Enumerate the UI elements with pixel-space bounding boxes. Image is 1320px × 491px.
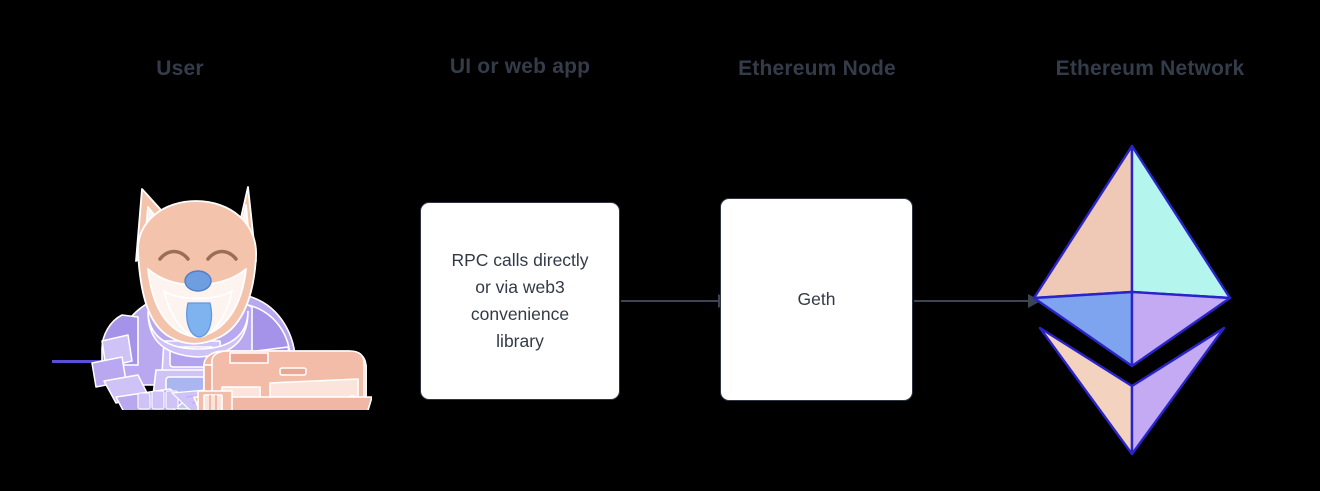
arrow-shaft xyxy=(914,300,1029,302)
arrow-shaft xyxy=(621,300,719,302)
column-header-ui-or-web-app: UI or web app xyxy=(449,55,591,78)
column-header-ethereum-node: Ethereum Node xyxy=(738,57,896,80)
node-box-geth[interactable]: Geth xyxy=(720,198,913,401)
ethereum-logo-icon xyxy=(1030,140,1235,460)
node-box-geth-label: Geth xyxy=(797,289,836,309)
node-box-ui-or-web-app[interactable]: RPC calls directly or via web3 convenien… xyxy=(420,202,620,400)
arrow-ui-to-node xyxy=(621,294,731,308)
column-header-ethereum-network: Ethereum Network xyxy=(1055,57,1245,80)
shiba-inu-at-computer-illustration xyxy=(52,165,373,418)
node-box-ui-label: RPC calls directly or via web3 convenien… xyxy=(451,250,589,351)
column-header-user: User xyxy=(156,57,204,80)
arrow-node-to-network xyxy=(914,294,1041,308)
